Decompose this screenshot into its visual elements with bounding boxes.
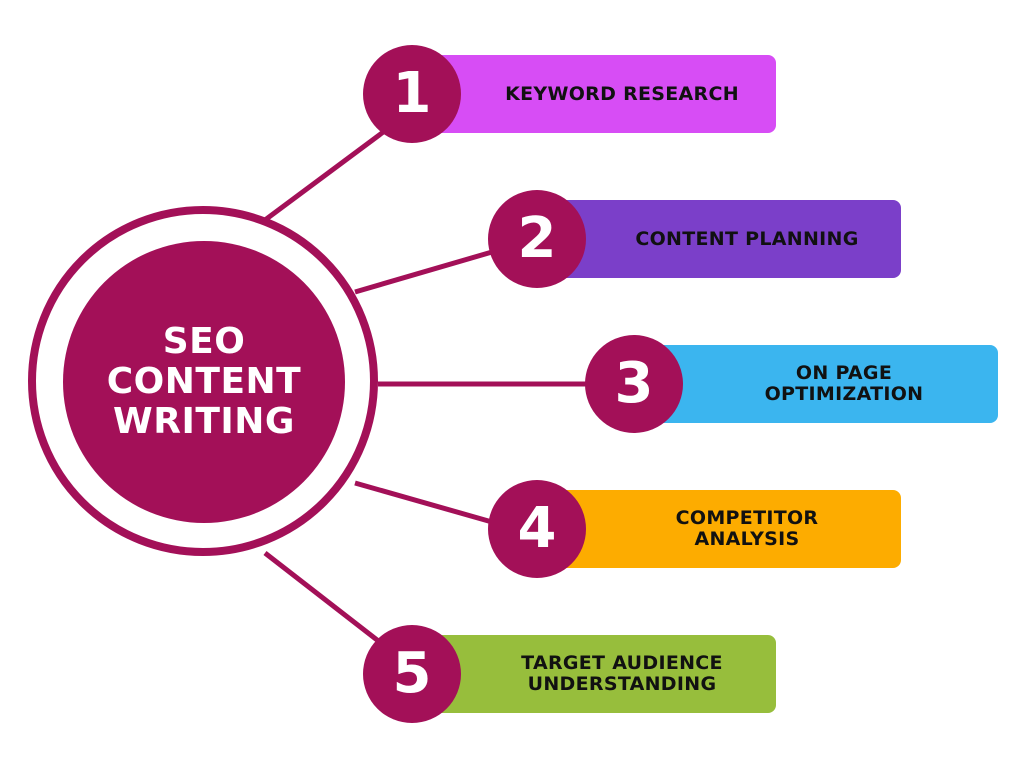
connector-line-1 — [263, 124, 392, 223]
step-bar-4: COMPETITOR ANALYSIS — [553, 490, 901, 568]
hub-circle: SEO CONTENT WRITING — [63, 241, 345, 523]
connector-line-4 — [354, 480, 493, 525]
step-label-3: ON PAGE OPTIMIZATION — [764, 362, 924, 405]
step-label-5: TARGET AUDIENCE UNDERSTANDING — [521, 652, 723, 695]
step-number-3: 3 — [614, 351, 654, 416]
connector-line-5 — [263, 551, 392, 652]
step-number-4: 4 — [517, 496, 557, 561]
step-bar-2: CONTENT PLANNING — [553, 200, 901, 278]
step-number-badge-2: 2 — [488, 190, 586, 288]
connector-line-2 — [354, 249, 493, 295]
step-bar-5: TARGET AUDIENCE UNDERSTANDING — [428, 635, 776, 713]
step-number-badge-5: 5 — [363, 625, 461, 723]
step-bar-1: KEYWORD RESEARCH — [428, 55, 776, 133]
step-number-1: 1 — [392, 61, 432, 126]
step-bar-3: ON PAGE OPTIMIZATION — [650, 345, 998, 423]
step-number-5: 5 — [392, 641, 432, 706]
step-label-1: KEYWORD RESEARCH — [505, 82, 739, 105]
step-number-2: 2 — [517, 206, 557, 271]
step-number-badge-1: 1 — [363, 45, 461, 143]
step-number-badge-4: 4 — [488, 480, 586, 578]
step-label-4: COMPETITOR ANALYSIS — [675, 507, 819, 550]
step-number-badge-3: 3 — [585, 335, 683, 433]
hub-title: SEO CONTENT WRITING — [106, 321, 302, 442]
step-label-2: CONTENT PLANNING — [635, 227, 859, 250]
